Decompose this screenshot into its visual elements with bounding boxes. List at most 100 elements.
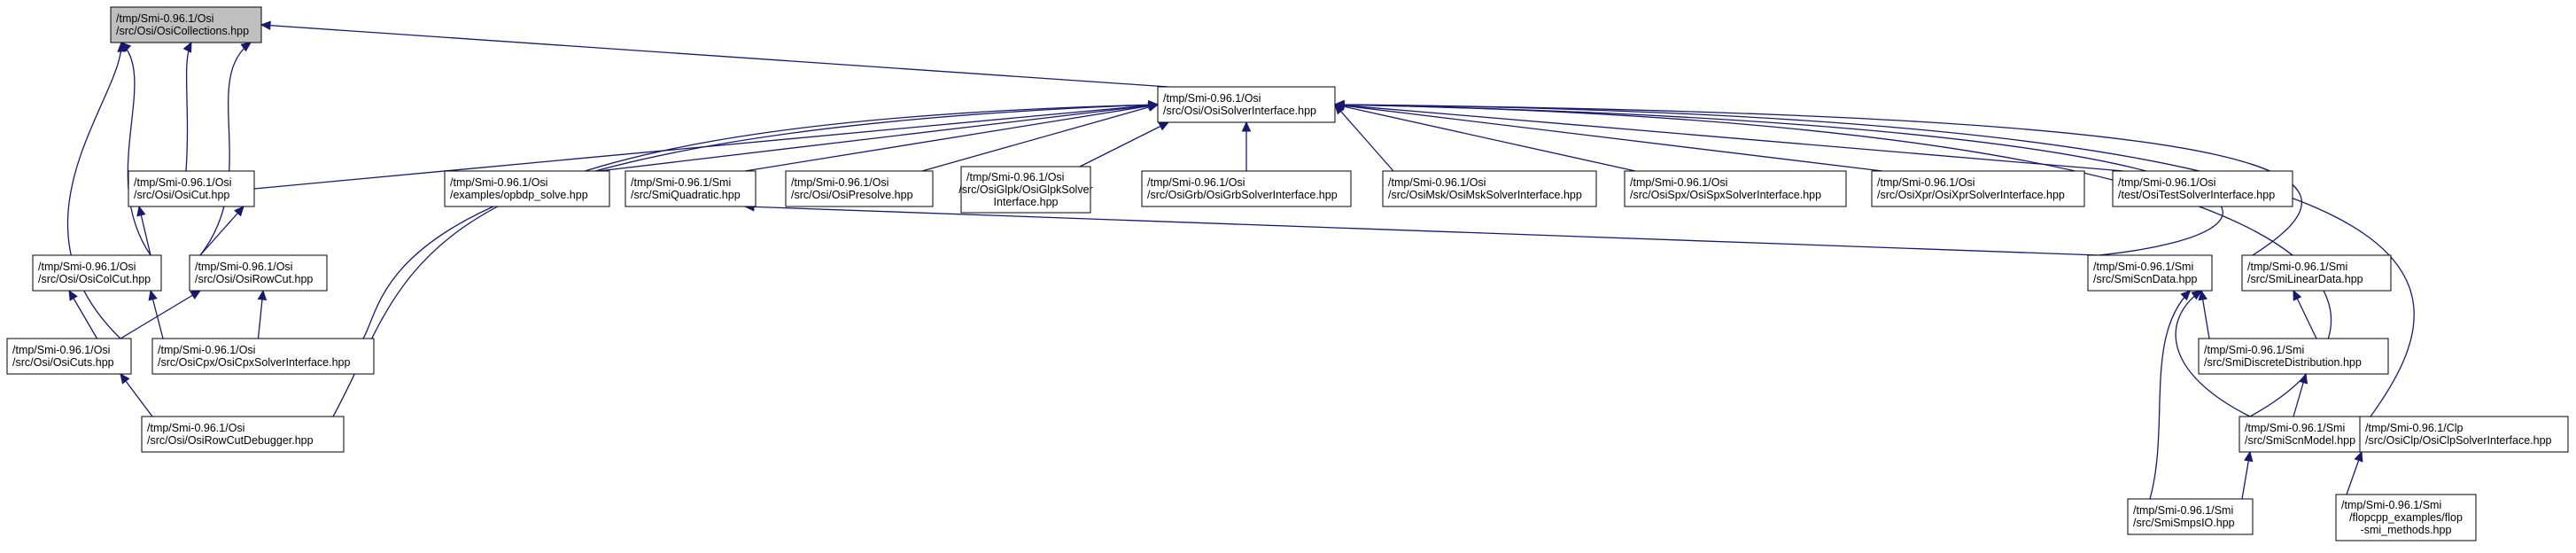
edge-line <box>921 104 1159 172</box>
node-label-line: /src/OsiSpx/OsiSpxSolverInterface.hpp <box>1630 189 1821 201</box>
file-node-osi-grb-solver-interface[interactable]: /tmp/Smi-0.96.1/Osi/src/OsiGrb/OsiGrbSol… <box>1141 170 1352 207</box>
file-node-smi-scn-model[interactable]: /tmp/Smi-0.96.1/Smi/src/SmiScnModel.hpp <box>2238 416 2373 453</box>
node-label-line: /src/SmiScnData.hpp <box>2093 273 2197 285</box>
file-node-smi-scn-data[interactable]: /tmp/Smi-0.96.1/Smi/src/SmiScnData.hpp <box>2087 254 2213 292</box>
file-node-osi-msk-solver-interface[interactable]: /tmp/Smi-0.96.1/Osi/src/OsiMsk/OsiMskSol… <box>1382 170 1597 207</box>
edge-arrowhead <box>257 289 268 300</box>
node-box <box>151 338 375 375</box>
dependency-edge <box>1333 101 1883 172</box>
edge-line <box>744 206 2099 256</box>
node-label-line: /src/Osi/OsiRowCutDebugger.hpp <box>147 434 314 447</box>
node-label-line: /tmp/Smi-0.96.1/Osi <box>12 344 110 356</box>
file-node-osi-cut[interactable]: /tmp/Smi-0.96.1/Osi/src/Osi/OsiCut.hpp <box>128 170 255 207</box>
node-box <box>2127 498 2254 535</box>
edge-line <box>598 104 1159 172</box>
dependency-edge <box>136 205 151 256</box>
edge-line <box>1079 121 1169 167</box>
dependency-edge <box>182 41 192 172</box>
dependency-edge <box>257 289 268 339</box>
dependency-edge <box>1333 100 2124 172</box>
node-label-line: /src/OsiCpx/OsiCpxSolverInterface.hpp <box>158 356 350 369</box>
edge-line <box>1334 104 1394 172</box>
node-box <box>1871 170 2085 207</box>
node-label-line: /src/OsiMsk/OsiMskSolverInterface.hpp <box>1388 189 1582 201</box>
node-label-line: /tmp/Smi-0.96.1/Osi <box>966 171 1064 183</box>
node-label-line: /src/Osi/OsiCuts.hpp <box>12 356 114 369</box>
file-node-osi-xpr-solver-interface[interactable]: /tmp/Smi-0.96.1/Osi/src/OsiXpr/OsiXprSol… <box>1871 170 2085 207</box>
edge-arrowhead <box>2293 289 2302 301</box>
node-label-line: /src/SmiSmpsIO.hpp <box>2133 517 2235 529</box>
file-node-flop-smi-methods[interactable]: /tmp/Smi-0.96.1/Smi/flopcpp_examples/flo… <box>2335 494 2477 541</box>
file-node-smi-smps-i-o[interactable]: /tmp/Smi-0.96.1/Smi/src/SmiSmpsIO.hpp <box>2127 498 2254 535</box>
node-box <box>6 338 132 375</box>
node-label-line: /tmp/Smi-0.96.1/Osi <box>147 422 244 434</box>
file-node-osi-cpx-solver-interface[interactable]: /tmp/Smi-0.96.1/Osi/src/OsiCpx/OsiCpxSol… <box>151 338 375 375</box>
file-node-osi-presolve[interactable]: /tmp/Smi-0.96.1/Osi/src/Osi/OsiPresolve.… <box>785 170 934 207</box>
file-node-osi-row-cut[interactable]: /tmp/Smi-0.96.1/Osi/src/Osi/OsiRowCut.hp… <box>189 254 328 292</box>
file-node-opbdp-solve[interactable]: /tmp/Smi-0.96.1/Osi/examples/opbdp_solve… <box>444 170 610 207</box>
edge-arrowhead <box>2354 450 2363 463</box>
node-label-line: /src/Osi/OsiCut.hpp <box>134 189 229 201</box>
edge-arrowhead <box>260 20 271 30</box>
dependency-edge <box>148 289 164 339</box>
node-label-line: /tmp/Smi-0.96.1/Osi <box>1388 176 1486 189</box>
edge-line <box>1334 104 2124 172</box>
file-node-osi-clp-solver-interface[interactable]: /tmp/Smi-0.96.1/Clp/src/OsiClp/OsiClpSol… <box>2359 416 2569 453</box>
edge-line <box>332 104 1159 417</box>
dependency-edge <box>1333 99 2415 417</box>
node-label-line: /tmp/Smi-0.96.1/Osi <box>1877 176 1975 189</box>
node-box <box>2241 254 2392 292</box>
node-label-line: /tmp/Smi-0.96.1/Osi <box>134 176 231 189</box>
file-node-osi-spx-solver-interface[interactable]: /tmp/Smi-0.96.1/Osi/src/OsiSpx/OsiSpxSol… <box>1624 170 1847 207</box>
edge-line <box>185 42 192 172</box>
file-node-osi-glpk-solver-interface[interactable]: /tmp/Smi-0.96.1/Osi/src/OsiGlpk/OsiGlpkS… <box>958 166 1093 214</box>
edge-line <box>120 290 201 339</box>
file-node-osi-solver-interface[interactable]: /tmp/Smi-0.96.1/Osi/src/Osi/OsiSolverInt… <box>1157 86 1336 123</box>
node-label-line: /examples/opbdp_solve.hpp <box>450 189 588 201</box>
node-box <box>141 416 345 453</box>
edge-arrowhead <box>2198 289 2207 301</box>
dependency-edge <box>199 42 252 256</box>
dependency-edge <box>2293 289 2317 339</box>
file-node-osi-col-cut[interactable]: /tmp/Smi-0.96.1/Osi/src/Osi/OsiColCut.hp… <box>32 254 162 292</box>
file-node-osi-cuts[interactable]: /tmp/Smi-0.96.1/Osi/src/Osi/OsiCuts.hpp <box>6 338 132 375</box>
node-label-line: -smi_methods.hpp <box>2361 524 2452 536</box>
node-label-line: /tmp/Smi-0.96.1/Osi <box>38 261 136 273</box>
node-box <box>785 170 934 207</box>
node-box <box>1382 170 1597 207</box>
edge-line <box>1334 104 1636 172</box>
node-box <box>32 254 162 292</box>
dependency-edge <box>2175 290 2251 417</box>
node-label-line: /src/Osi/OsiPresolve.hpp <box>791 189 913 201</box>
edge-line <box>2149 290 2191 500</box>
file-node-smi-quadratic[interactable]: /tmp/Smi-0.96.1/Smi/src/SmiQuadratic.hpp <box>625 170 757 207</box>
dependency-edge <box>68 289 98 339</box>
file-node-osi-collections[interactable]: /tmp/Smi-0.96.1/Osi/src/Osi/OsiCollectio… <box>110 6 262 43</box>
edge-line <box>66 42 122 339</box>
node-box <box>110 6 262 43</box>
file-node-smi-linear-data[interactable]: /tmp/Smi-0.96.1/Smi/src/SmiLinearData.hp… <box>2241 254 2392 292</box>
node-label-line: /src/SmiQuadratic.hpp <box>631 189 741 201</box>
file-node-osi-row-cut-debugger[interactable]: /tmp/Smi-0.96.1/Osi/src/Osi/OsiRowCutDeb… <box>141 416 345 453</box>
node-label-line: /tmp/Smi-0.96.1/Smi <box>2247 261 2347 273</box>
node-label-line: /tmp/Smi-0.96.1/Smi <box>2133 504 2233 517</box>
file-node-smi-discrete-distribution[interactable]: /tmp/Smi-0.96.1/Smi/src/SmiDiscreteDistr… <box>2198 338 2389 375</box>
node-label-line: /src/Osi/OsiSolverInterface.hpp <box>1163 105 1316 117</box>
node-label-line: /src/SmiLinearData.hpp <box>2247 273 2363 285</box>
file-node-osi-test-solver-interface[interactable]: /tmp/Smi-0.96.1/Osi/test/OsiTestSolverIn… <box>2112 170 2293 207</box>
node-label-line: /src/OsiXpr/OsiXprSolverInterface.hpp <box>1877 189 2065 201</box>
node-box <box>2238 416 2373 453</box>
node-label-line: /tmp/Smi-0.96.1/Osi <box>791 176 888 189</box>
edge-arrowhead <box>1333 99 1345 110</box>
edge-line <box>199 42 252 256</box>
edge-line <box>362 104 1159 339</box>
node-label-line: /tmp/Smi-0.96.1/Osi <box>1630 176 1727 189</box>
dependency-edge <box>2346 450 2363 495</box>
node-label-line: Interface.hpp <box>994 196 1059 208</box>
edge-line <box>2175 290 2251 417</box>
node-box <box>1624 170 1847 207</box>
node-label-line: /tmp/Smi-0.96.1/Osi <box>158 344 255 356</box>
edge-line <box>1334 104 2415 417</box>
node-box <box>960 166 1091 214</box>
